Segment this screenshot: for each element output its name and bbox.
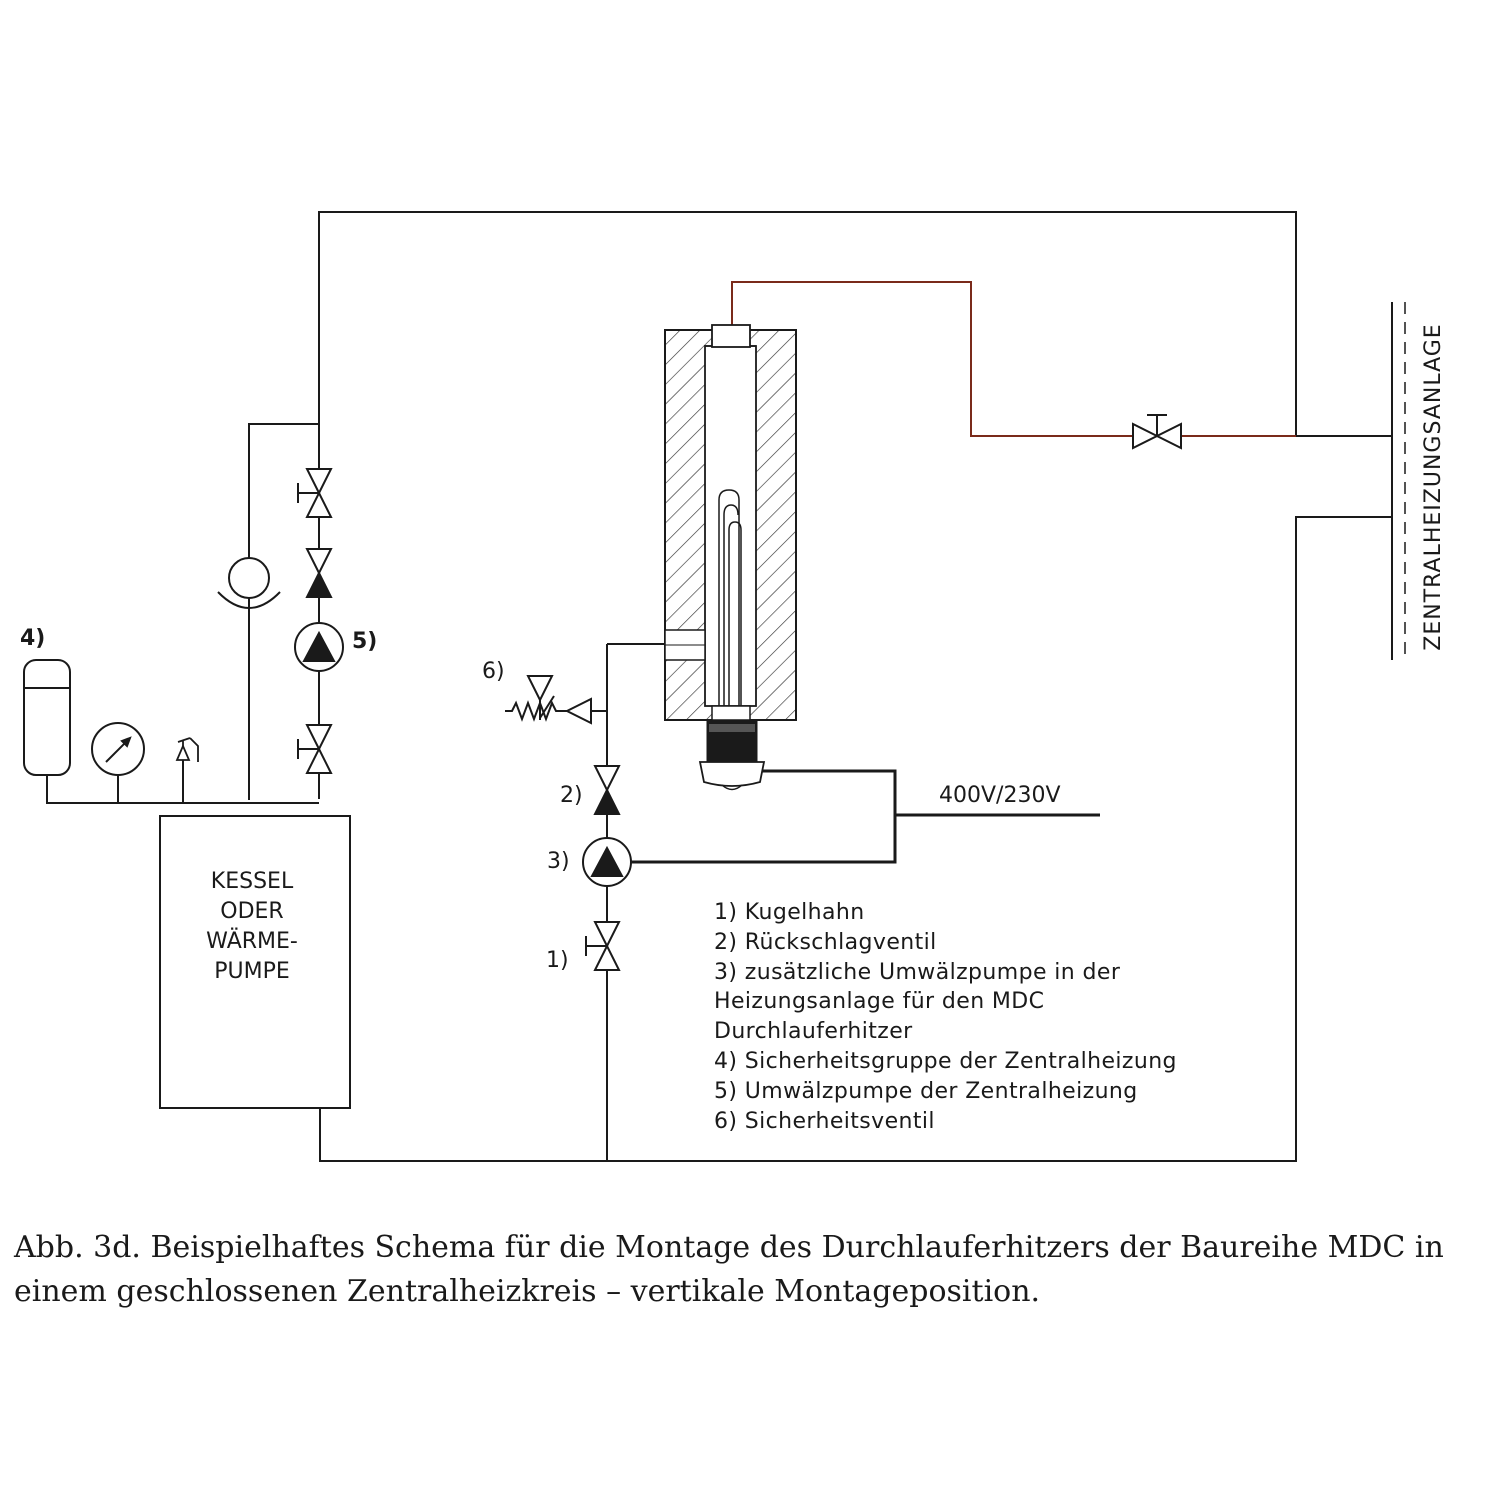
label-voltage: 400V/230V [939, 783, 1061, 808]
legend: 1) Kugelhahn 2) Rückschlagventil 3) zusä… [714, 898, 1274, 1136]
pipe-safety-group [46, 775, 319, 804]
check-valve-upper-icon [305, 548, 333, 598]
check-valve-2-icon [593, 765, 621, 815]
label-component-3: 3) [547, 849, 570, 874]
ball-valve-lower-icon [297, 724, 333, 774]
legend-item-2: 2) Rückschlagventil [714, 929, 937, 955]
ball-valve-upper-icon [297, 468, 333, 518]
legend-item-5: 5) Umwälzpumpe der Zentralheizung [714, 1078, 1138, 1104]
boiler-label: KESSEL ODER WÄRME- PUMPE [206, 869, 298, 984]
legend-item-3: 3) zusätzliche Umwälzpumpe in der [714, 959, 1121, 985]
boiler-box [159, 815, 351, 1109]
ball-valve-1-icon [585, 921, 621, 971]
flow-heater-mdc [664, 324, 797, 791]
power-cable [631, 769, 1100, 864]
ball-valve-outlet-icon [1132, 414, 1182, 450]
label-component-2: 2) [560, 783, 583, 808]
flow-indicator-icon [217, 557, 281, 609]
legend-item-6: 6) Sicherheitsventil [714, 1108, 935, 1134]
boiler-label-line1: KESSEL [211, 869, 294, 894]
figure-caption: Abb. 3d. Beispielhaftes Schema für die M… [14, 1226, 1486, 1314]
pipe-supply-loop [318, 211, 1392, 799]
boiler-label-line2: ODER [220, 899, 283, 924]
pipe-bypass [248, 423, 319, 800]
legend-item-3-cont1: Heizungsanlage für den MDC [714, 989, 1045, 1015]
caption-line-2: einem geschlossenen Zentralheizkreis – v… [14, 1274, 1041, 1309]
boiler-label-line4: PUMPE [214, 959, 290, 984]
pipe-heater-outlet [731, 281, 1296, 437]
legend-item-1: 1) Kugelhahn [714, 900, 865, 925]
caption-line-1: Abb. 3d. Beispielhaftes Schema für die M… [14, 1230, 1444, 1265]
label-plant: ZENTRALHEIZUNGSANLAGE [1421, 323, 1446, 650]
central-heating-plant: ZENTRALHEIZUNGSANLAGE [1391, 302, 1446, 660]
label-component-5: 5) [352, 629, 377, 654]
circulation-pump-3-icon [582, 837, 632, 887]
label-component-4: 4) [20, 626, 45, 651]
pipe-return-loop [319, 516, 1392, 1162]
heating-element-icon [718, 489, 742, 706]
expansion-vessel-icon [23, 659, 71, 776]
air-vent-icon [175, 737, 199, 762]
legend-item-4: 4) Sicherheitsgruppe der Zentralheizung [714, 1048, 1177, 1074]
label-component-1: 1) [546, 948, 569, 973]
legend-item-3-cont2: Durchlauferhitzer [714, 1019, 913, 1045]
label-component-6: 6) [482, 659, 505, 684]
boiler-label-line3: WÄRME- [206, 928, 298, 954]
circulation-pump-5-icon [294, 622, 344, 672]
heater-cap [698, 761, 766, 787]
pressure-gauge-icon [91, 722, 145, 776]
safety-valve-icon [505, 675, 592, 725]
